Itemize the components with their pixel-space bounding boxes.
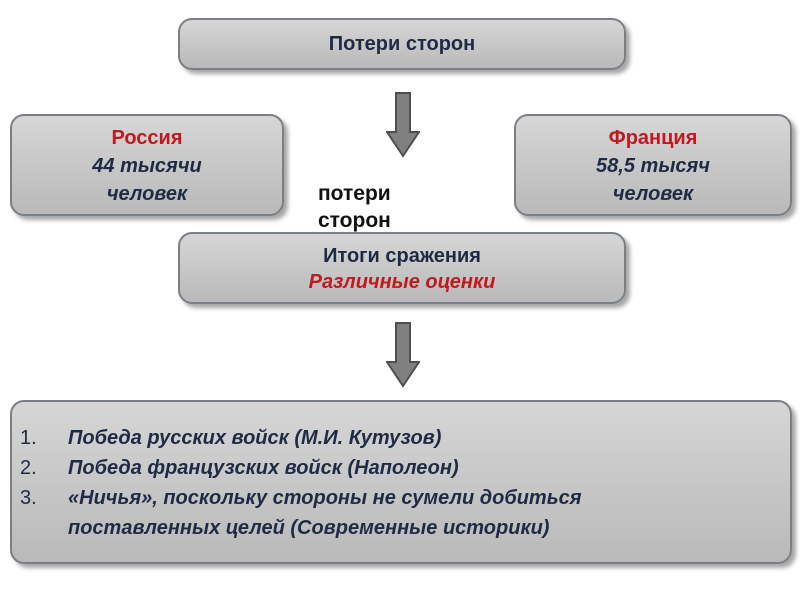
losses-caption: потери сторон [318, 180, 438, 232]
russia-name: Россия [111, 127, 183, 149]
list-item-number: 1. [20, 427, 37, 449]
losses-title: Потери сторон [328, 33, 476, 55]
losses-box: Потери сторон [178, 18, 626, 70]
list-item-text: Победа русских войск (М.И. Кутузов) [68, 427, 442, 449]
down-arrow-icon [386, 92, 420, 158]
results-subtitle: Различные оценки [308, 271, 496, 293]
france-unit: человек [612, 183, 694, 205]
france-name: Франция [608, 127, 698, 149]
list-item-text: поставленных целей (Современные историки… [68, 517, 550, 539]
list-item-text: Победа французских войск (Наполеон) [68, 457, 459, 479]
list-item-number: 3. [20, 487, 37, 509]
list-item-text: «Ничья», поскольку стороны не сумели доб… [68, 487, 582, 509]
russia-value: 44 тысячи [92, 155, 202, 177]
results-box: Итоги сражения Различные оценки [178, 232, 626, 304]
down-arrow-icon [386, 322, 420, 388]
assessments-list-box: 1. Победа русских войск (М.И. Кутузов) 2… [10, 400, 792, 564]
russia-box: Россия 44 тысячи человек [10, 114, 284, 216]
list-item-number: 2. [20, 457, 37, 479]
results-title: Итоги сражения [323, 245, 481, 267]
france-value: 58,5 тысяч [596, 155, 710, 177]
losses-caption-line2: сторон [318, 209, 391, 232]
losses-caption-line1: потери [318, 182, 391, 205]
france-box: Франция 58,5 тысяч человек [514, 114, 792, 216]
russia-unit: человек [106, 183, 188, 205]
